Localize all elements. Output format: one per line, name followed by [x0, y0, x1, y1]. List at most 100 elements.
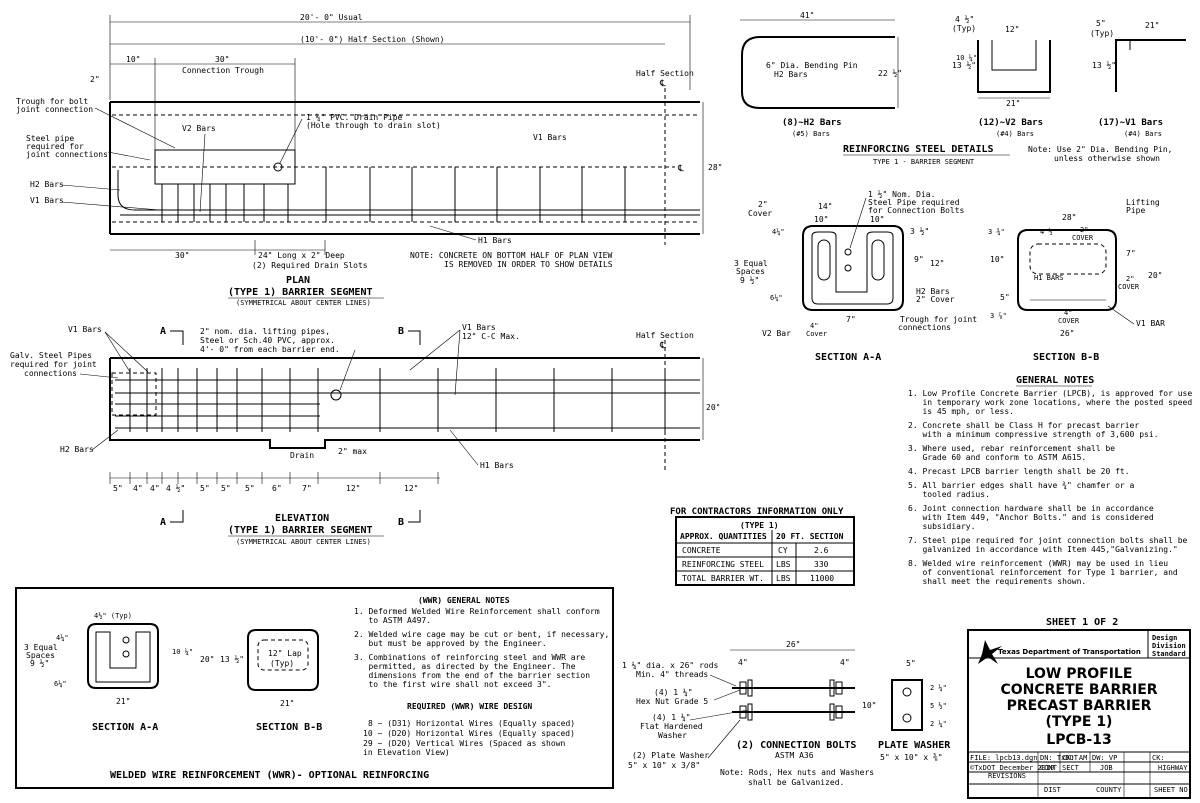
wwr-design-title: REQUIRED (WWR) WIRE DESIGN — [407, 702, 532, 711]
elev-dim-10: 12" — [404, 484, 418, 493]
pw-d10: 10" — [862, 701, 876, 710]
v2-dim-10: 10 ¼" — [956, 54, 977, 62]
svg-text:℄: ℄ — [677, 164, 684, 174]
general-note-2-1: Grade 60 and conform to ASTM A615. — [908, 453, 1086, 462]
wwr-spaces-3: 9 ½" — [30, 658, 49, 668]
bolts-washer-3: Washer — [658, 731, 687, 740]
sa-spaces-3: 9 ½" — [740, 275, 759, 285]
sa-cover4-2: Cover — [806, 330, 827, 338]
wwr-lap-1: 12" Lap — [268, 649, 302, 658]
plan-v1-bars-left: V1 Bars — [30, 196, 64, 205]
plan-note-1: NOTE: CONCRETE ON BOTTOM HALF OF PLAN VI… — [410, 251, 612, 260]
bolts-sub: ASTM A36 — [775, 751, 814, 760]
h2-pin-1: 6" Dia. Bending Pin — [766, 61, 858, 70]
sa-d3: 3 ½" — [910, 226, 929, 236]
bolts-hex-2: Hex Nut Grade 5 — [636, 697, 708, 706]
plan-trough-label-1: Trough for bolt — [16, 97, 88, 106]
elevation-view: A B A B V1 Bars — [10, 323, 720, 546]
sa-d10b: 10" — [870, 215, 884, 224]
elev-galv-2: required for joint — [10, 360, 97, 369]
sa-d12: 12" — [930, 259, 944, 268]
bolts-washer-2: Flat Hardened — [640, 722, 703, 731]
tb-title-3: PRECAST BARRIER — [1007, 698, 1152, 714]
sb-d3: 3 ¾" — [988, 228, 1005, 236]
tb-title-2: CONCRETE BARRIER — [1000, 682, 1157, 698]
qt-row-0-item: CONCRETE — [682, 546, 721, 555]
qt-col1: APPROX. QUANTITIES — [680, 532, 767, 541]
elev-title-3: (SYMMETRICAL ABOUT CENTER LINES) — [236, 538, 371, 546]
elev-dim-5: 5" — [221, 484, 231, 493]
wwr-note-2-2: dimensions from the end of the barrier s… — [354, 671, 590, 680]
bolts-d4a: 4" — [738, 658, 748, 667]
v2-dim-21: 21" — [1006, 99, 1020, 108]
sa-cover-2: Cover — [748, 209, 772, 218]
sb-cover2-1: 2" — [1080, 226, 1088, 234]
bolts-hex-1: (4) 1 ¼" — [654, 688, 693, 697]
v2-name: (12)~V2 Bars — [978, 118, 1043, 128]
general-note-0-0: 1. Low Profile Concrete Barrier (LPCB), … — [908, 389, 1192, 398]
sa-d10a: 10" — [814, 215, 828, 224]
gn-title: GENERAL NOTES — [1016, 375, 1094, 386]
quantities-table: FOR CONTRACTORS INFORMATION ONLY (TYPE 1… — [670, 507, 855, 586]
sb-d4b-1: 4" — [1064, 309, 1072, 317]
sa-d9: 9" — [914, 255, 924, 264]
plan-dim-30: 30" — [215, 55, 229, 64]
plan-cl: ℄ — [659, 79, 666, 89]
wwr-d20: 20" — [200, 655, 214, 664]
qt-row-2-item: TOTAL BARRIER WT. — [682, 574, 764, 583]
sa-spaces-2: Spaces — [736, 267, 765, 276]
tb-file: FILE: lpcb13.dgn — [970, 754, 1037, 762]
sb-d4: 4 ½" — [1040, 228, 1057, 236]
connection-bolts: 26" 4" 4" 1 ¼" dia. x 26" rods Min. 4" t… — [622, 640, 874, 787]
sa-pipe-1: 1 ½" Nom. Dia. — [868, 189, 935, 199]
tb-copy: ©TxDOT December 2010 — [970, 764, 1054, 772]
elev-v1-bars-r-2: 12" C-C Max. — [462, 332, 520, 341]
elev-dim-2: 4" — [150, 484, 160, 493]
plan-trough-label-2: joint connection — [16, 105, 93, 114]
elev-lifting-1: 2" nom. dia. lifting pipes, — [200, 327, 330, 336]
general-note-6-0: 7. Steel pipe required for joint connect… — [908, 536, 1188, 545]
sb-d28: 28" — [1062, 213, 1076, 222]
qt-row-1-unit: LBS — [776, 560, 791, 569]
general-note-4-1: tooled radius. — [908, 490, 990, 499]
wwr-d21: 21" — [116, 697, 130, 706]
sb-d26: 26" — [1060, 329, 1074, 338]
wwr-d6: 6¼" — [54, 680, 67, 688]
sa-d14: 14" — [818, 202, 832, 211]
elev-h2-bars: H2 Bars — [60, 445, 94, 454]
bolts-plate-2: 5" x 10" x 3/8" — [628, 761, 700, 770]
sb-lifting-1: Lifting — [1126, 198, 1160, 207]
wwr-note-2-3: to the first wire shall not exceed 3". — [354, 680, 551, 689]
v1-typ-1: 5" — [1096, 19, 1106, 28]
plan-dim-2: 2" — [90, 75, 100, 84]
qt-row-0-unit: CY — [778, 546, 788, 555]
tb-title-1: LOW PROFILE — [1026, 666, 1133, 682]
qt-col2: 20 FT. SECTION — [776, 532, 844, 541]
wwr-panel: 4½" (Typ) 4¼" 3 Equal Spaces 9 ½" 6¼" 10… — [15, 587, 614, 789]
sb-v1: V1 BAR — [1136, 319, 1165, 328]
bolts-rods-2: Min. 4" threads — [636, 670, 708, 679]
pw-d2b: 2 ¼" — [930, 720, 947, 728]
plan-note-2: IS REMOVED IN ORDER TO SHOW DETAILS — [444, 260, 613, 269]
wwr-b-d21: 21" — [280, 699, 294, 708]
sa-d7: 7" — [846, 315, 856, 324]
plan-v2-bars: V2 Bars — [182, 124, 216, 133]
wwr-design-3: in Elevation View) — [363, 748, 450, 757]
elev-dim-0: 5" — [113, 484, 123, 493]
elev-half-section: Half Section — [636, 331, 694, 340]
elev-drain: Drain — [290, 451, 314, 460]
v2-typ-2: (Typ) — [952, 24, 976, 33]
pw-d5: 5" — [906, 659, 916, 668]
rsd-title: REINFORCING STEEL DETAILS — [843, 144, 994, 155]
tb-standard-1: Design — [1152, 634, 1177, 642]
tb-job: JOB — [1100, 764, 1113, 772]
tb-dn: DN: TxDOT — [1040, 754, 1079, 762]
reinforcing-details: 41" 6" Dia. Bending Pin H2 Bars 22 ½" (8… — [740, 11, 1186, 166]
elev-cut-a-top: A — [160, 326, 166, 337]
pw-d5b: 5 ½" — [930, 702, 947, 710]
title-block: SHEET 1 OF 2 Texas Department of Transpo… — [967, 617, 1192, 799]
tb-cont: CONT — [1040, 764, 1058, 772]
elev-lifting-2: Steel or Sch.40 PVC, approx. — [200, 336, 335, 345]
wwr-note-2-1: permitted, as directed by the Engineer. … — [354, 662, 576, 671]
plan-dim-30b: 30" — [175, 251, 189, 260]
